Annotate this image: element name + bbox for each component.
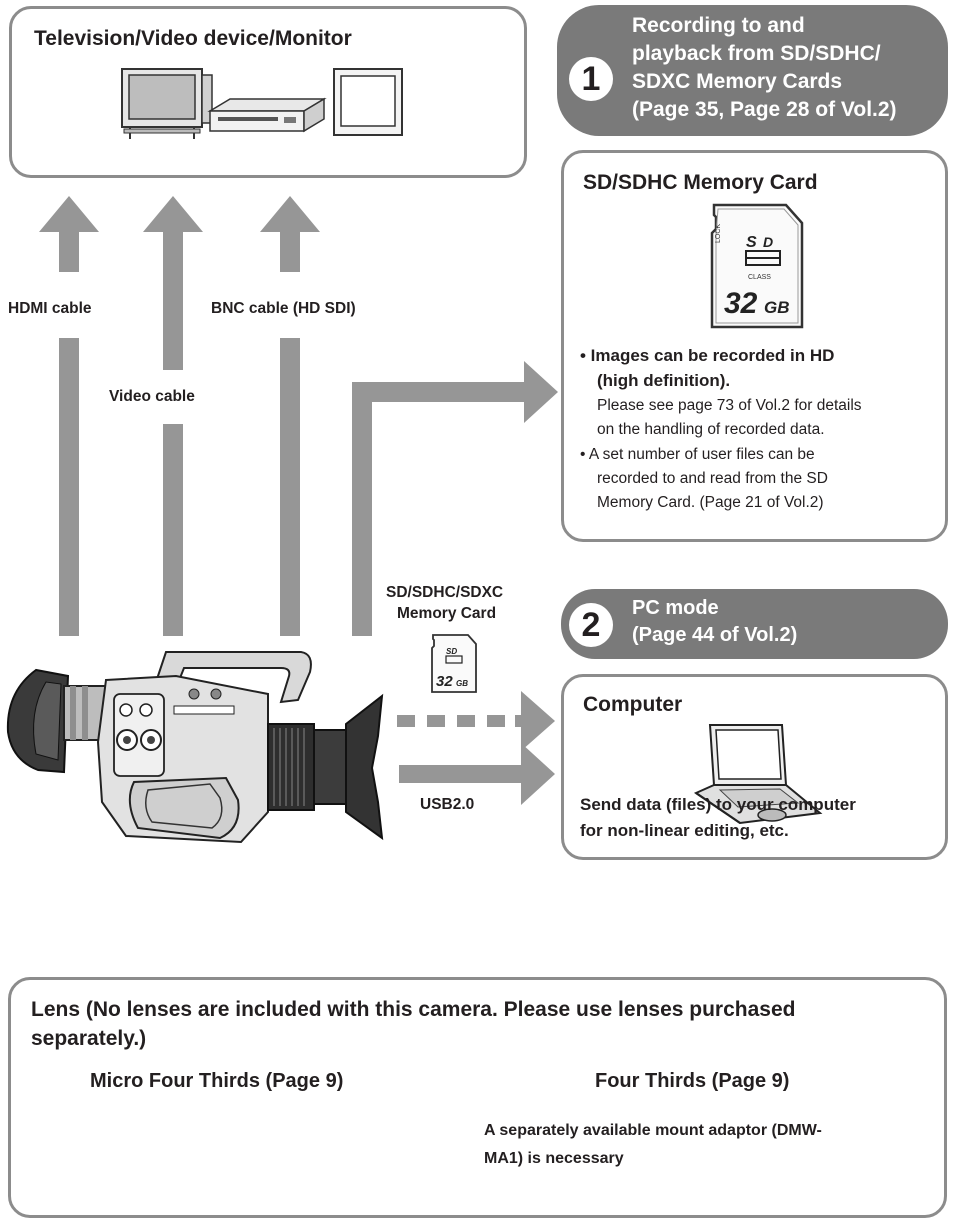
section2-banner: 2 PC mode (Page 44 of Vol.2) [561,589,948,659]
computer-desc: for non-linear editing, etc. [580,821,789,840]
section-number-badge: 1 [569,57,613,101]
lens-box-title: separately.) [31,1027,147,1050]
section2-line: PC mode [632,597,719,619]
sd-bullet2-text: recorded to and read from the SD [597,470,828,487]
video-cable-line [163,424,183,636]
hdmi-arrow-head [39,196,99,232]
usb-cable-line [399,765,523,783]
sd-arrow-head [524,361,558,423]
section-number-badge: 2 [569,603,613,647]
sd-bullet1-text: Please see page 73 of Vol.2 for details [597,397,862,414]
computer-box: Computer Send data (files) to your compu… [561,674,948,860]
adaptor-note: MA1) is necessary [484,1150,624,1167]
sd-path-vertical [352,382,372,636]
svg-text:GB: GB [456,679,468,688]
video-arrow-head [143,196,203,232]
section2-line: (Page 44 of Vol.2) [632,624,798,646]
hdmi-cable-line [59,230,79,272]
micro-four-thirds-label: Micro Four Thirds (Page 9) [90,1070,344,1092]
video-cable-label: Video cable [109,388,195,405]
bnc-cable-label: BNC cable (HD SDI) [211,300,356,317]
lens-box-title: Lens (No lenses are included with this c… [31,998,796,1021]
sd-bullet1-bold: • Images can be recorded in HD [580,346,835,365]
video-cable-line [163,230,183,370]
svg-text:S: S [746,234,757,251]
svg-text:32: 32 [436,673,453,690]
section1-banner: 1 Recording to and playback from SD/SDHC… [557,5,948,136]
sd-path-horizontal [352,382,526,402]
video-recorder-icon [207,97,327,133]
sd-card-media-label: SD/SDHC/SDXC [386,584,504,601]
bnc-cable-line [280,338,300,636]
usb-arrow-head [521,743,555,805]
camera-illustration [6,651,384,844]
sd-bullet2-text: Memory Card. (Page 21 of Vol.2) [597,494,824,511]
computer-box-title: Computer [583,693,683,716]
small-sd-card-icon: SD 32 GB [431,634,477,693]
monitor-icon [333,68,403,136]
sd-card-dashed-arrow [397,691,555,751]
bnc-cable-line [280,230,300,272]
section1-line: (Page 35, Page 28 of Vol.2) [632,98,897,121]
tv-box-title: Television/Video device/Monitor [34,27,352,50]
sd-capacity: 32 [724,287,758,320]
bnc-arrow-head [260,196,320,232]
hdmi-cable-label: HDMI cable [8,300,92,317]
adaptor-note: A separately available mount adaptor (DM… [484,1122,822,1139]
sd-lock-label: LOCK [715,224,722,243]
section1-line: playback from SD/SDHC/ [632,42,881,65]
sd-bullet1-bold: (high definition). [597,371,731,390]
monitor-tv-icon [121,68,213,139]
sd-bullet1-text: on the handling of recorded data. [597,421,825,438]
sd-card-media-label: Memory Card [397,605,497,622]
lens-box: Lens (No lenses are included with this c… [8,977,947,1218]
svg-text:SD: SD [446,647,457,656]
tv-monitor-box: Television/Video device/Monitor [9,6,527,178]
sd-box-title: SD/SDHC Memory Card [583,171,818,194]
sd-card-icon: LOCK S D CLASS 32 GB [710,203,804,329]
four-thirds-label: Four Thirds (Page 9) [595,1070,790,1092]
sd-class-label: CLASS [748,274,771,281]
hdmi-cable-line [59,338,79,636]
svg-text:D: D [763,234,773,250]
sd-unit: GB [764,298,790,317]
section1-line: SDXC Memory Cards [632,70,843,93]
laptop-icon [693,724,823,825]
sd-card-box: SD/SDHC Memory Card LOCK S D CLASS 32 GB… [561,150,948,542]
sd-bullet2-text: • A set number of user files can be [580,446,815,463]
computer-desc: Send data (files) to your computer [580,795,856,814]
usb-label: USB2.0 [420,796,475,813]
section1-line: Recording to and [632,14,805,37]
